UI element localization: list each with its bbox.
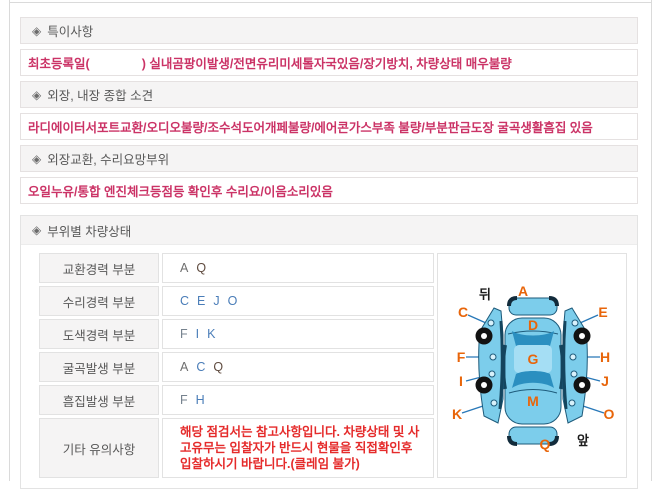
section-header-repair-needed: ◈ 외장교환, 수리요망부위 [20,145,638,172]
page-right-rule [651,0,652,481]
repair-needed-text: 오일누유/통합 엔진체크등점등 확인후 수리요/이음소리있음 [28,185,333,199]
row-label: 수리경력 부분 [39,286,159,316]
row-label: 흠집발생 부분 [39,385,159,415]
status-letter: A [180,360,189,374]
diamond-icon: ◈ [32,151,42,166]
diamond-icon: ◈ [32,87,42,102]
status-letter: I [195,327,200,341]
section-title: 부위별 차량상태 [47,224,132,239]
status-letter: Q [213,360,224,374]
row-label: 도색경력 부분 [39,319,159,349]
front-direction-label: 앞 [577,433,589,448]
diagram-point-c: C [458,304,468,320]
rear-direction-label: 뒤 [479,287,491,302]
car-diagram: 뒤 앞 A C E D G F H I J M K O Q [452,283,615,452]
status-letter: O [227,294,238,308]
section-header-special-notes: ◈ 특이사항 [20,17,638,44]
status-letter: C [196,360,206,374]
special-notes-text-row: 최초등록일( ) 실내곰팡이발생/전면유리미세톨자국있음/장기방치, 차량상태 … [20,49,638,76]
diagram-point-q: Q [540,436,551,452]
row-label: 교환경력 부분 [39,253,159,283]
diagram-point-e: E [598,304,607,320]
diagram-point-j: J [601,373,609,389]
status-letter: E [197,294,206,308]
row-label: 굴곡발생 부분 [39,352,159,382]
status-letter: J [213,294,220,308]
table-row-notice: 기타 유의사항 해당 점검서는 참고사항입니다. 차량상태 및 사고유무는 입찰… [39,418,627,478]
diagram-point-k: K [452,406,462,422]
front-bumper [507,426,559,446]
diamond-icon: ◈ [32,23,42,38]
right-side-panels [562,307,591,424]
status-letter: F [180,393,188,407]
diagram-point-m: M [527,393,539,409]
special-notes-text: 최초등록일( ) 실내곰팡이발생/전면유리미세톨자국있음/장기방치, 차량상태 … [28,57,512,71]
section-title: 외장, 내장 종합 소견 [47,89,154,103]
diagram-point-o: O [604,406,615,422]
status-letter: K [207,327,216,341]
diagram-point-a: A [518,283,528,299]
notice-text: 해당 점검서는 참고사항입니다. 차량상태 및 사고유무는 입찰자가 반드시 현… [162,418,434,478]
page-left-rule [9,0,10,481]
diagram-point-d: D [528,317,538,333]
windshield [512,371,554,388]
status-letter: F [180,327,188,341]
status-letter: C [180,294,190,308]
overall-opinion-text: 라디에이터서포트교환/오디오불량/조수석도어개페불량/에어콘가스부족 불량/부분… [28,121,593,135]
page-top-rule [9,2,651,3]
notes-box: ◈ 특이사항 최초등록일( ) 실내곰팡이발생/전면유리미세톨자국있음/장기방치… [20,17,638,209]
repair-needed-text-row: 오일누유/통합 엔진체크등점등 확인후 수리요/이음소리있음 [20,177,638,204]
section-title: 외장교환, 수리요망부위 [47,153,170,167]
diagram-point-f: F [457,349,466,365]
rear-bumper [507,296,559,316]
section-title: 특이사항 [47,25,94,39]
diagram-point-h: H [600,349,610,365]
status-letter: Q [196,261,207,275]
left-side-panels [475,307,504,424]
section-header-part-condition: ◈ 부위별 차량상태 [21,216,637,245]
section-header-overall-opinion: ◈ 외장, 내장 종합 소견 [20,81,638,108]
diagram-point-g: G [528,351,539,367]
status-letter: H [195,393,205,407]
status-letter: A [180,261,189,275]
car-diagram-cell: 뒤 앞 A C E D G F H I J M K O Q [437,253,627,478]
diamond-icon: ◈ [32,223,42,237]
diagram-point-i: I [459,373,463,389]
roof-panel [514,345,552,373]
row-label: 기타 유의사항 [39,418,159,478]
overall-opinion-text-row: 라디에이터서포트교환/오디오불량/조수석도어개페불량/에어콘가스부족 불량/부분… [20,113,638,140]
